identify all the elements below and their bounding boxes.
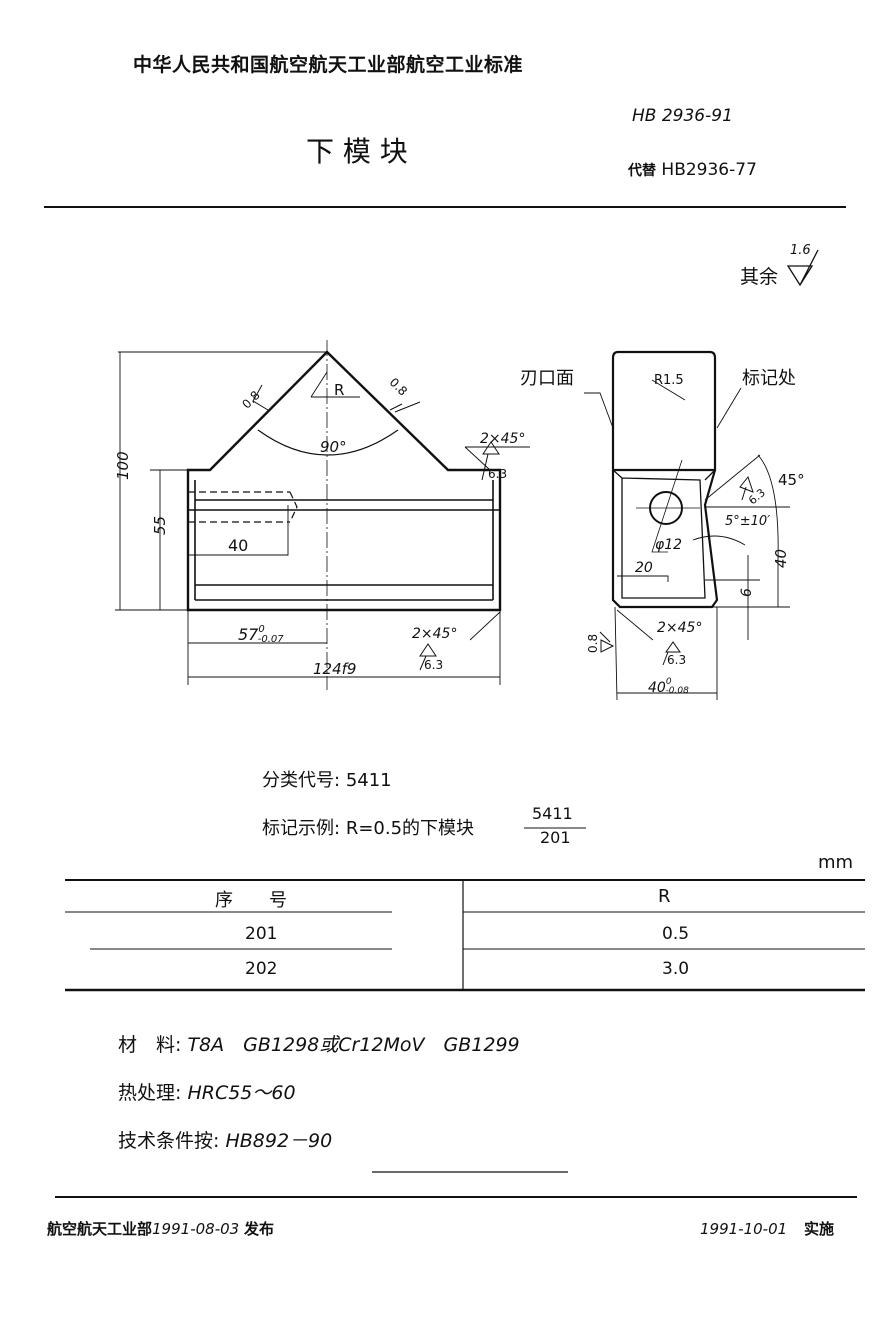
header-rule [44,206,846,208]
angle-45-roughness: 6.3 [746,486,768,507]
roughness-rest-label: 其余 [740,266,779,288]
dim-40-height: 40 [772,549,790,568]
heat-treatment-value: HRC55～60 [187,1082,296,1104]
edge-face-label: 刃口面 [520,368,574,389]
side-dim-width: 400-0.08 [648,677,689,696]
dim-height-total: 100 [114,451,132,480]
tech-conditions-value: HB892－90 [225,1130,333,1152]
side-view-top [611,350,717,472]
table-header-number: 序 号 [215,890,287,911]
taper-angle: 5°±10′ [725,514,770,529]
issue-label: 发布 [243,1220,274,1238]
marking-example-text: R=0.5的下模块 [345,818,475,839]
effective-label: 实施 [803,1220,834,1238]
roughness-left: 0.8 [239,388,262,411]
effective-date: 1991-10-01 [700,1220,788,1238]
dim-hole-position: 20 [635,560,653,576]
replaces-label: 代替 [628,163,656,179]
hole-diameter: φ12 [655,537,682,553]
table-header-r: R [658,886,671,907]
document-title: 下 模 块 [306,135,408,168]
issued-by: 航空航天工业部 [47,1220,153,1238]
side-chamfer: 2×45° [657,620,702,636]
tech-conditions-label: 技术条件按: [118,1130,220,1152]
roughness-right: 0.8 [387,375,410,398]
org-standard-title: 中华人民共和国航空航天工业部航空工业标准 [133,54,524,76]
mark-location-label: 标记处 [742,368,796,389]
chamfer-top: 2×45° [480,431,525,447]
chamfer-bottom: 2×45° [412,626,457,642]
material-value: T8A GB1298或Cr12MoV GB1299 [187,1034,520,1056]
material-label: 材 料: [118,1034,182,1056]
side-roughness-left: 0.8 [586,634,600,653]
dim-half-width: 570-0.07 [238,624,284,645]
table-cell-number: 202 [245,959,278,979]
classification-value: 5411 [345,770,392,791]
marking-example-label: 标记示例: [262,818,341,839]
classification-label: 分类代号: [262,770,341,791]
table-cell-r: 0.5 [662,924,690,944]
side-chamfer-roughness: 6.3 [667,653,686,667]
table-cell-number: 201 [245,924,278,944]
dim-depth: 40 [228,536,248,555]
dim-height-body: 55 [151,516,169,535]
dim-width: 124f9 [313,660,356,678]
side-radius: R1.5 [654,373,684,388]
standard-number: HB 2936-91 [632,106,733,126]
marking-numerator: 5411 [532,804,573,823]
chamfer-bottom-roughness: 6.3 [424,658,443,672]
marking-denominator: 201 [540,828,571,847]
angle-45: 45° [778,471,805,489]
dim-6: 6 [739,588,755,597]
angle-label: 90° [320,438,347,456]
roughness-rest-value: 1.6 [790,243,811,258]
replaces-number: HB2936-77 [661,160,757,180]
chamfer-top-roughness: 6.3 [488,467,507,481]
table-unit: mm [818,852,854,873]
table-cell-r: 3.0 [662,959,690,979]
issue-date: 1991-08-03 [152,1220,240,1238]
radius-label: R [334,381,344,399]
heat-treatment-label: 热处理: [118,1082,182,1104]
